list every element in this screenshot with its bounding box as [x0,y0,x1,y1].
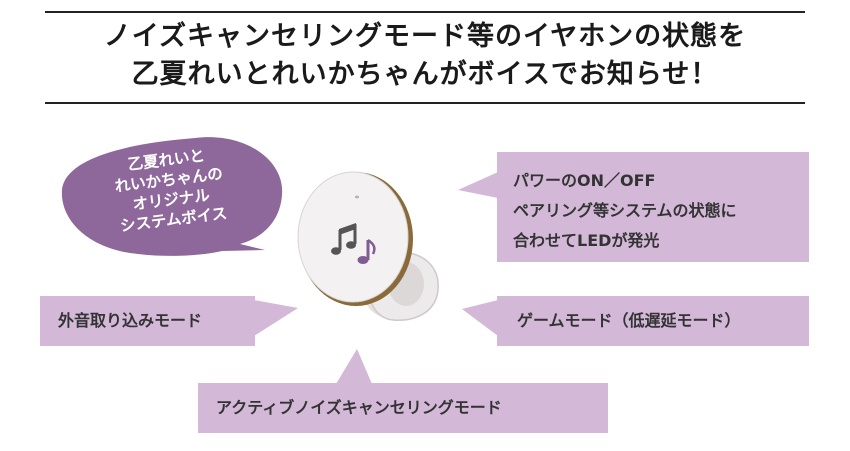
headline-line-2: 乙夏れいとれいかちゃんがボイスでお知らせ！ [131,59,719,90]
game-mode-label: ゲームモード（低遅延モード） [517,311,741,330]
led-callout-line: ペアリング等システムの状態に [513,201,737,220]
ambient-callout-pointer [254,300,298,336]
anc-callout-pointer [336,349,372,384]
top-rule [45,11,805,13]
earbud-illustration [297,171,439,321]
headline-line-1: ノイズキャンセリングモード等のイヤホンの状態を [103,21,747,52]
led-callout-line: パワーのON／OFF [513,171,656,190]
led-callout-pointer [458,172,498,198]
game-mode-callout: ゲームモード（低遅延モード） [497,296,809,346]
led-callout-line: 合わせてLEDが発光 [513,231,660,250]
bottom-rule [45,102,805,104]
anc-mode-callout: アクティブノイズキャンセリングモード [198,383,608,433]
ambient-mode-callout: 外音取り込みモード [40,296,255,346]
music-notes-icon [331,223,376,264]
ambient-mode-label: 外音取り込みモード [58,311,203,330]
led-callout: パワーのON／OFF ペアリング等システムの状態に 合わせてLEDが発光 [497,152,809,262]
anc-mode-label: アクティブノイズキャンセリングモード [216,398,502,417]
headline: ノイズキャンセリングモード等のイヤホンの状態を 乙夏れいとれいかちゃんがボイスで… [45,18,805,94]
game-callout-pointer [462,300,498,336]
voice-speech-bubble [61,137,283,256]
